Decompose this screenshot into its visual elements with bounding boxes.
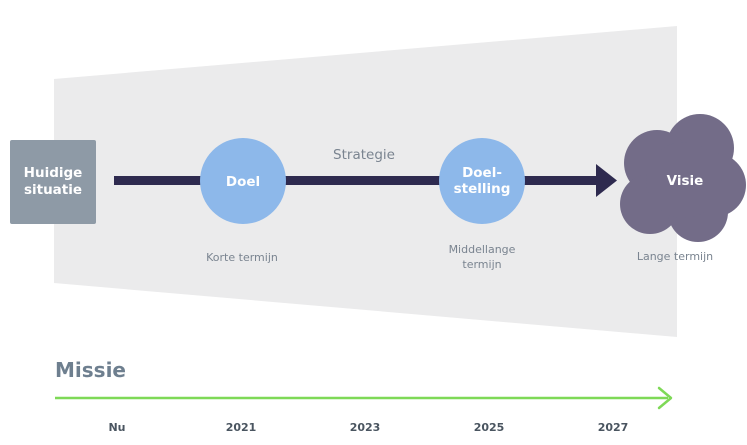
objective-term-caption-line2: termijn [462, 258, 501, 271]
goal-label: Doel [226, 174, 260, 190]
current-situation-label-line1: Huidige [24, 165, 83, 181]
strategy-arrow-head [596, 164, 617, 197]
objective-label-line2: stelling [454, 181, 511, 197]
objective-circle [439, 138, 525, 224]
timeline-label-2025: 2025 [474, 421, 505, 434]
strategy-label: Strategie [333, 147, 395, 163]
timeline-label-now: Nu [108, 421, 125, 434]
current-situation-box [10, 140, 96, 224]
goal-term-caption: Korte termijn [206, 251, 278, 264]
objective-label-line1: Doel- [462, 165, 502, 181]
strategy-arrow-shaft [114, 176, 604, 185]
timeline-label-2027: 2027 [598, 421, 629, 434]
timeline-label-2023: 2023 [350, 421, 381, 434]
mission-title: Missie [55, 358, 126, 382]
goal-circle [200, 138, 286, 224]
mission-timeline-arrowhead [657, 386, 673, 410]
timeline-label-2021: 2021 [226, 421, 257, 434]
objective-term-caption-line1: Middellange [449, 243, 516, 256]
vision-cloud [620, 114, 746, 242]
vision-label: Visie [667, 173, 704, 189]
current-situation-label-line2: situatie [24, 182, 82, 198]
vision-term-caption: Lange termijn [637, 250, 713, 263]
